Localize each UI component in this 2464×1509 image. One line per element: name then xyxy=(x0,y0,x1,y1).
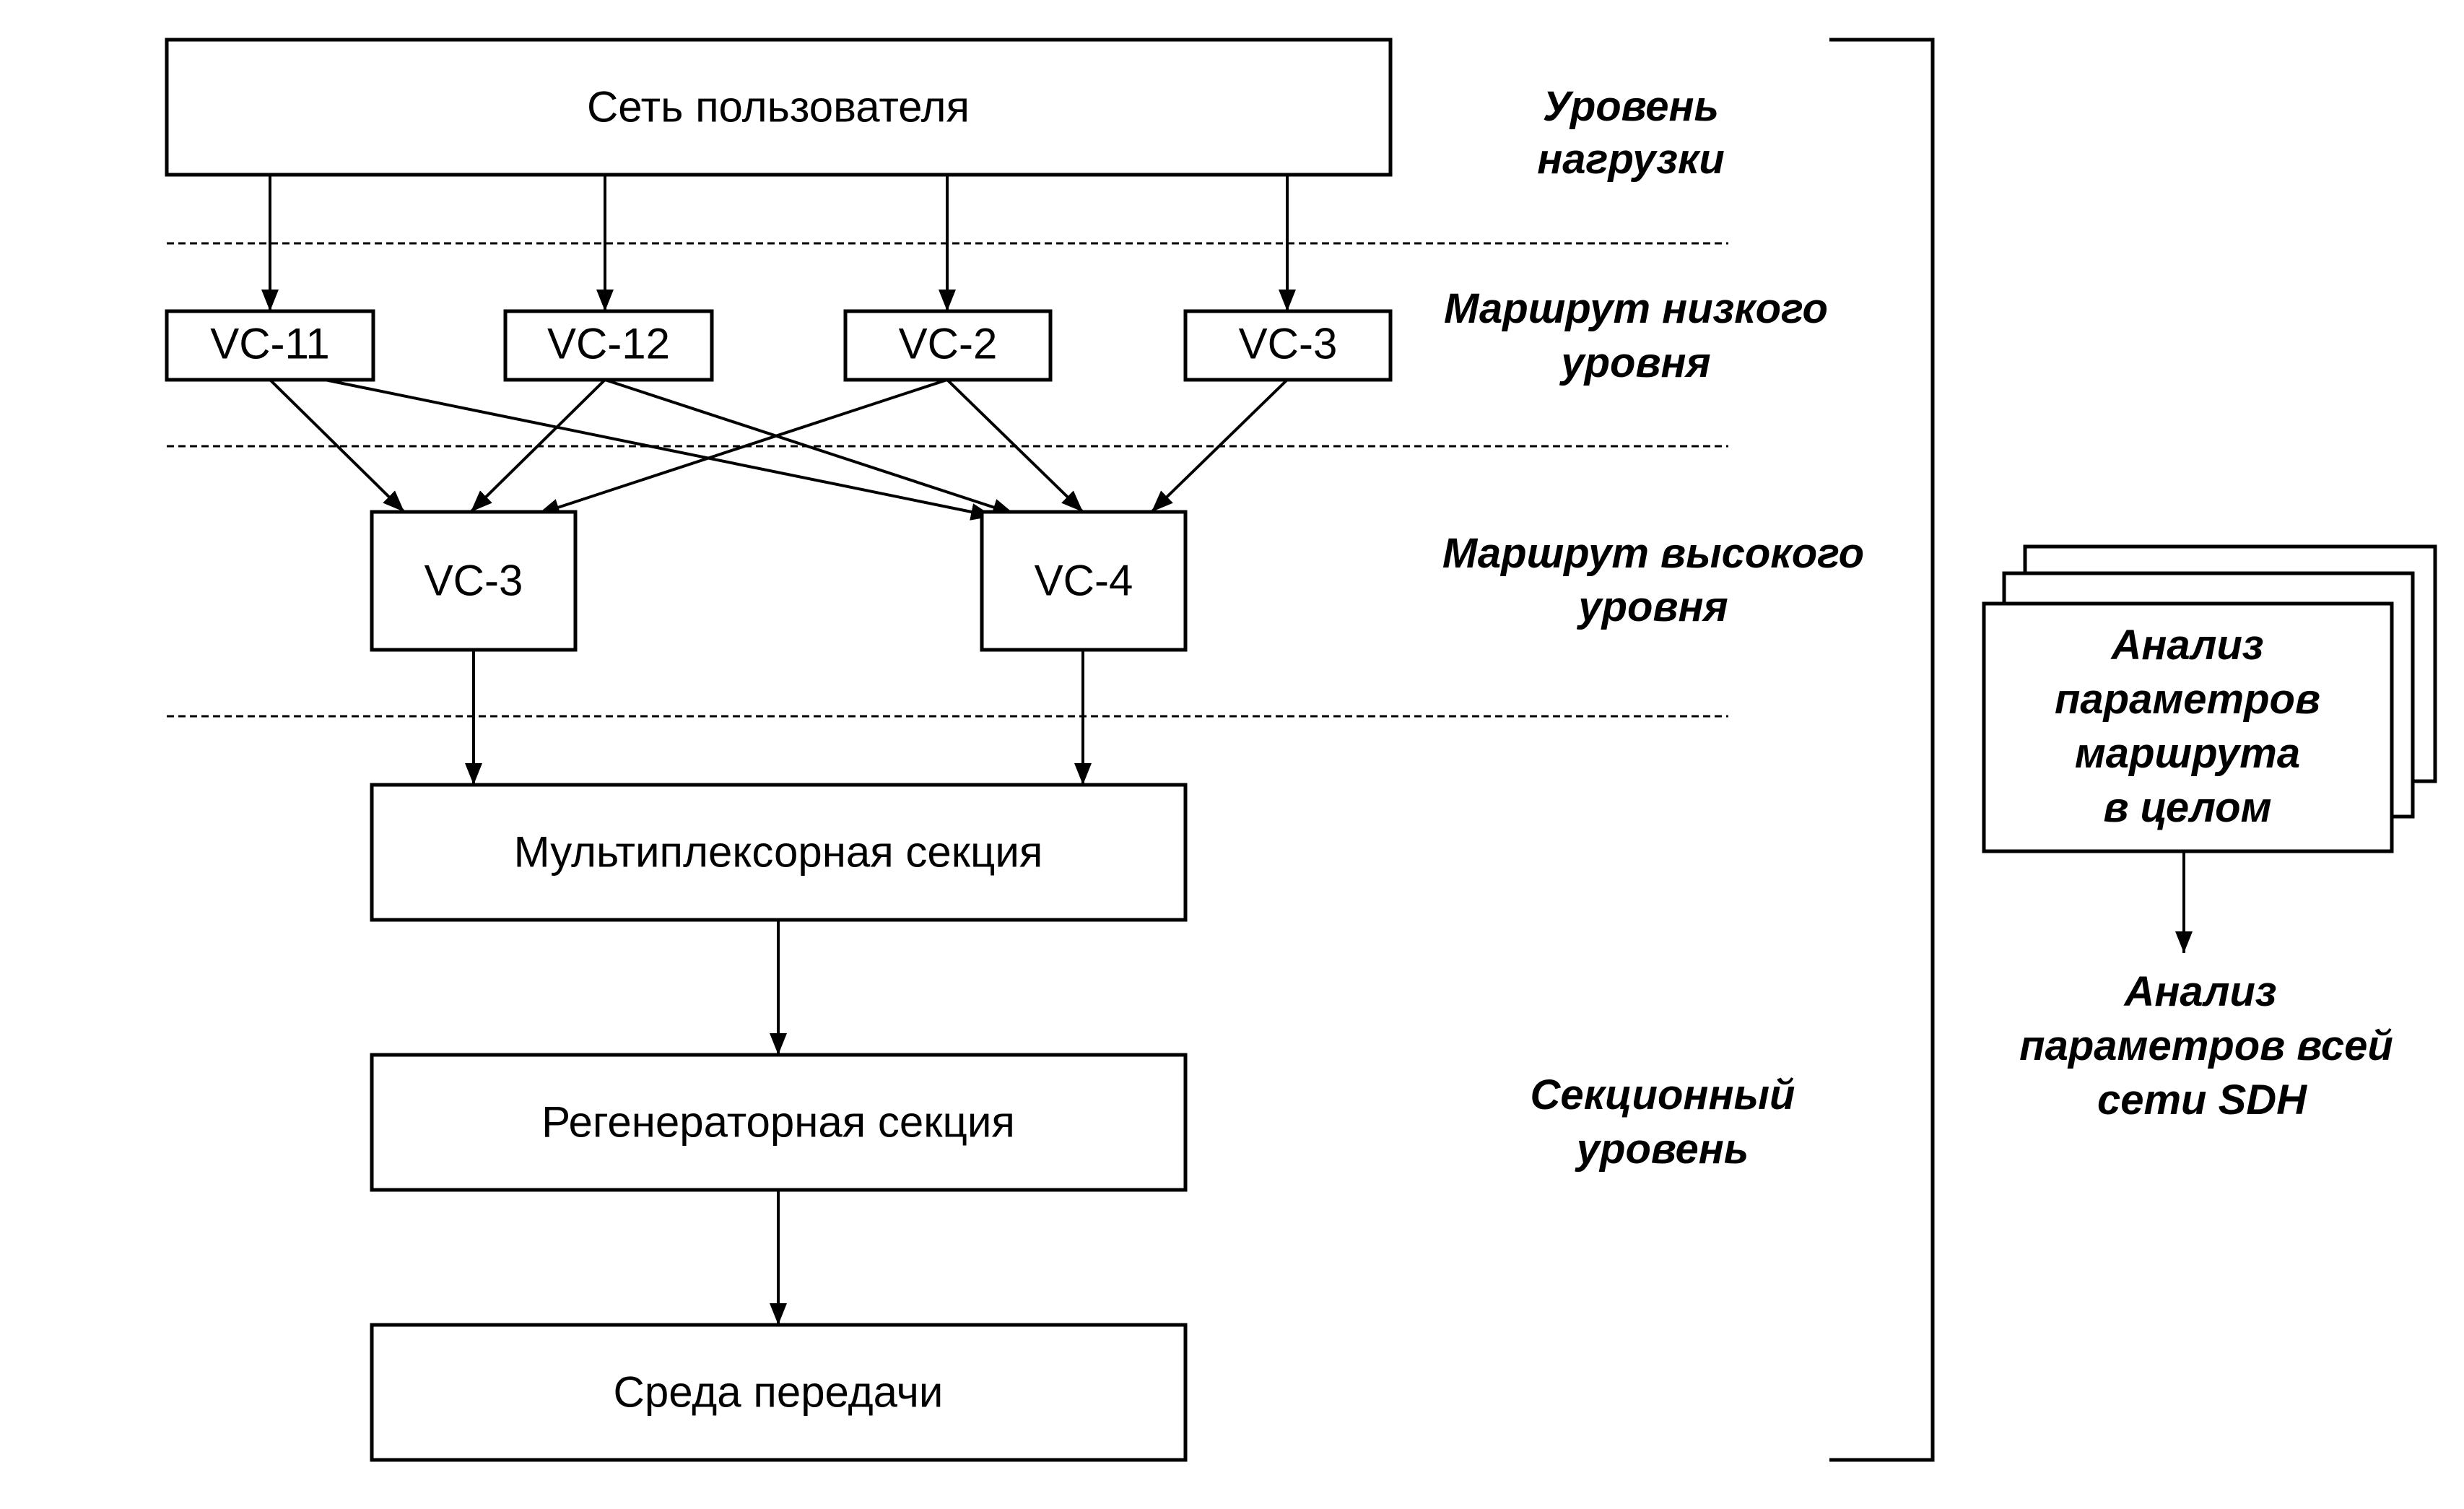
level-label-line: Маршрут низкого xyxy=(1444,285,1828,332)
level-label-line: Уровень xyxy=(1543,83,1719,130)
route-analysis-line: параметров xyxy=(2055,676,2320,723)
edge-vc3-low-vc4 xyxy=(1150,378,1289,513)
route-analysis-stack: Анализ параметров маршрута в целом xyxy=(1982,544,2437,853)
level-label-high-order-path: Маршрут высокого уровня xyxy=(1442,530,1864,630)
node-label: VC-11 xyxy=(210,320,330,368)
node-vc2: VC-2 xyxy=(843,309,1053,382)
node-label: VC-12 xyxy=(547,320,670,368)
node-label: Мультиплексорная секция xyxy=(514,828,1043,877)
node-vc4: VC-4 xyxy=(980,510,1188,652)
node-vc3-high: VC-3 xyxy=(370,510,578,652)
network-analysis-line: Анализ xyxy=(2123,968,2277,1015)
level-label-line: Секционный xyxy=(1531,1071,1795,1118)
node-label: VC-4 xyxy=(1035,557,1133,605)
node-label: Регенераторная секция xyxy=(541,1098,1015,1147)
level-label-line: Маршрут высокого xyxy=(1442,530,1864,577)
node-multiplex-section: Мультиплексорная секция xyxy=(370,783,1188,922)
level-label-section: Секционный уровень xyxy=(1531,1071,1795,1173)
network-analysis-line: сети SDH xyxy=(2097,1077,2307,1123)
node-label: Среда передачи xyxy=(614,1368,944,1417)
node-vc3-low: VC-3 xyxy=(1183,309,1393,382)
route-analysis-line: Анализ xyxy=(2110,622,2264,669)
node-transmission-medium: Среда передачи xyxy=(370,1323,1188,1462)
node-vc11: VC-11 xyxy=(165,309,375,382)
route-analysis-line: в целом xyxy=(2103,784,2271,831)
right-bracket xyxy=(1829,38,1935,1462)
edge-vc12-vc4 xyxy=(604,378,1015,516)
node-regenerator-section: Регенераторная секция xyxy=(370,1053,1188,1192)
edges xyxy=(261,175,2193,1325)
level-label-low-order-path: Маршрут низкого уровня xyxy=(1444,285,1828,386)
edge-vc2-vc3-high xyxy=(537,378,948,516)
level-label-line: уровня xyxy=(1576,583,1728,630)
level-label-line: уровень xyxy=(1575,1126,1749,1173)
level-label-payload: Уровень нагрузки xyxy=(1537,83,1725,183)
node-label: VC-3 xyxy=(425,557,523,605)
node-user-network: Сеть пользователя xyxy=(165,38,1393,177)
network-analysis-line: параметров всей xyxy=(2019,1022,2393,1069)
level-label-line: уровня xyxy=(1559,339,1710,386)
edge-vc11-vc3-high xyxy=(269,378,406,513)
route-analysis-line: маршрута xyxy=(2075,730,2300,777)
node-vc12: VC-12 xyxy=(503,309,714,382)
edge-vc2-vc4 xyxy=(946,378,1084,513)
level-label-line: нагрузки xyxy=(1537,136,1725,183)
edge-vc12-vc3-high xyxy=(469,378,606,513)
node-label: Сеть пользователя xyxy=(587,83,970,131)
node-label: VC-3 xyxy=(1239,320,1338,368)
network-analysis-label: Анализ параметров всей сети SDH xyxy=(2019,968,2393,1123)
node-label: VC-2 xyxy=(899,320,998,368)
card-front xyxy=(1982,601,2394,853)
edge-vc11-vc4 xyxy=(324,378,993,521)
